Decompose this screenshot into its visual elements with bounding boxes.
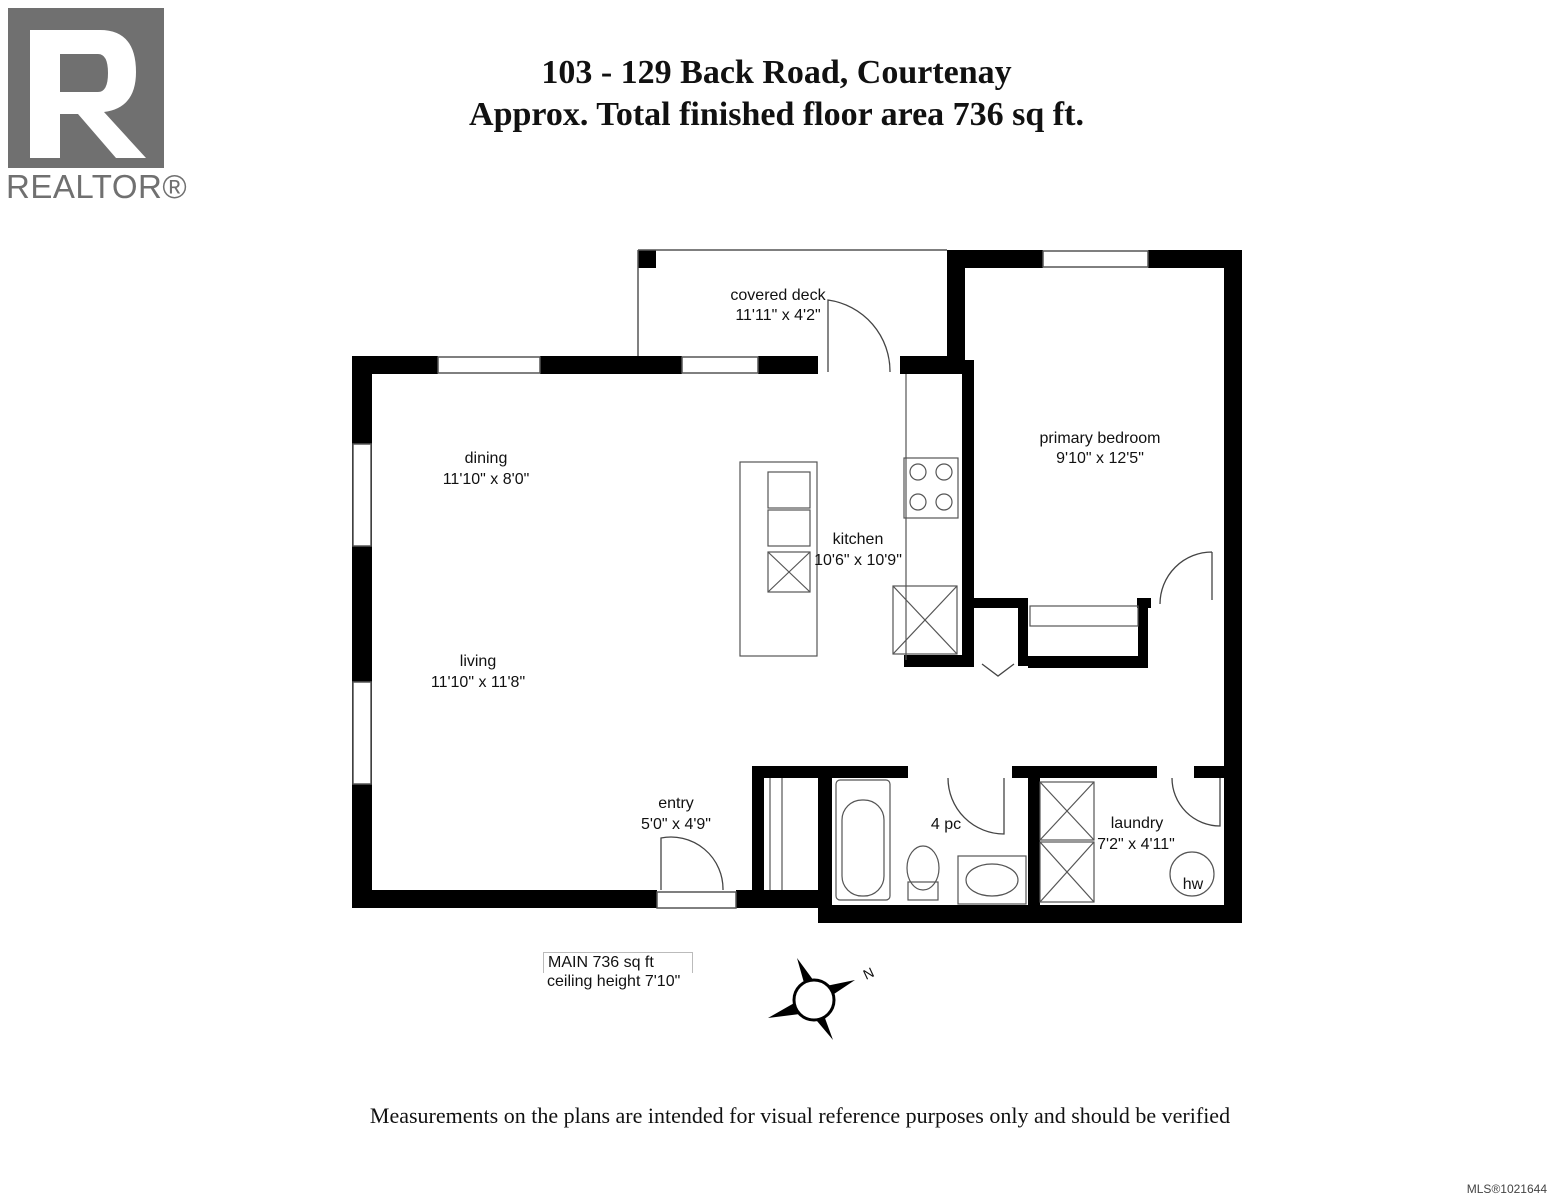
walls bbox=[352, 250, 1242, 923]
doors bbox=[660, 299, 1221, 891]
total-area-heading: Approx. Total finished floor area 736 sq… bbox=[469, 96, 1084, 133]
realtor-logo bbox=[8, 8, 166, 175]
ceiling-height-label: ceiling height 7'10" bbox=[547, 973, 681, 990]
living-size: 11'10" x 11'8" bbox=[431, 674, 525, 691]
kitchen-size: 10'6" x 10'9" bbox=[814, 552, 902, 569]
north-label: N bbox=[861, 964, 877, 983]
floor-area-label: MAIN 736 sq ft bbox=[543, 952, 693, 973]
bath-name: 4 pc bbox=[931, 816, 961, 833]
hot-water-label: hw bbox=[1183, 876, 1204, 893]
disclaimer: Measurements on the plans are intended f… bbox=[369, 1103, 1231, 1128]
realtor-r-icon bbox=[8, 8, 164, 168]
primary-bedroom-size: 9'10" x 12'5" bbox=[1056, 450, 1144, 467]
primary-bedroom-name: primary bedroom bbox=[1040, 430, 1161, 447]
dining-name: dining bbox=[465, 450, 508, 467]
kitchen-name: kitchen bbox=[833, 531, 884, 548]
living-name: living bbox=[460, 653, 496, 670]
laundry-name: laundry bbox=[1111, 815, 1163, 832]
covered-deck-outline bbox=[637, 249, 947, 356]
covered-deck-name: covered deck bbox=[730, 287, 826, 304]
property-address: 103 - 129 Back Road, Courtenay bbox=[541, 54, 1012, 91]
entry-name: entry bbox=[658, 795, 694, 812]
kitchen-fixtures bbox=[739, 374, 1139, 660]
dining-size: 11'10" x 8'0" bbox=[443, 471, 530, 488]
bath-laundry-fixtures bbox=[769, 778, 1215, 905]
floor-info: MAIN 736 sq ft ceiling height 7'10" bbox=[543, 952, 693, 991]
covered-deck-size: 11'11" x 4'2" bbox=[735, 307, 820, 324]
mls-number: MLS®1021644 bbox=[1466, 1182, 1547, 1196]
windows bbox=[352, 250, 1149, 909]
laundry-size: 7'2" x 4'11" bbox=[1097, 836, 1175, 853]
realtor-brand-text: REALTOR® bbox=[6, 168, 188, 205]
compass-icon: N bbox=[768, 958, 876, 1040]
entry-size: 5'0" x 4'9" bbox=[641, 816, 711, 833]
